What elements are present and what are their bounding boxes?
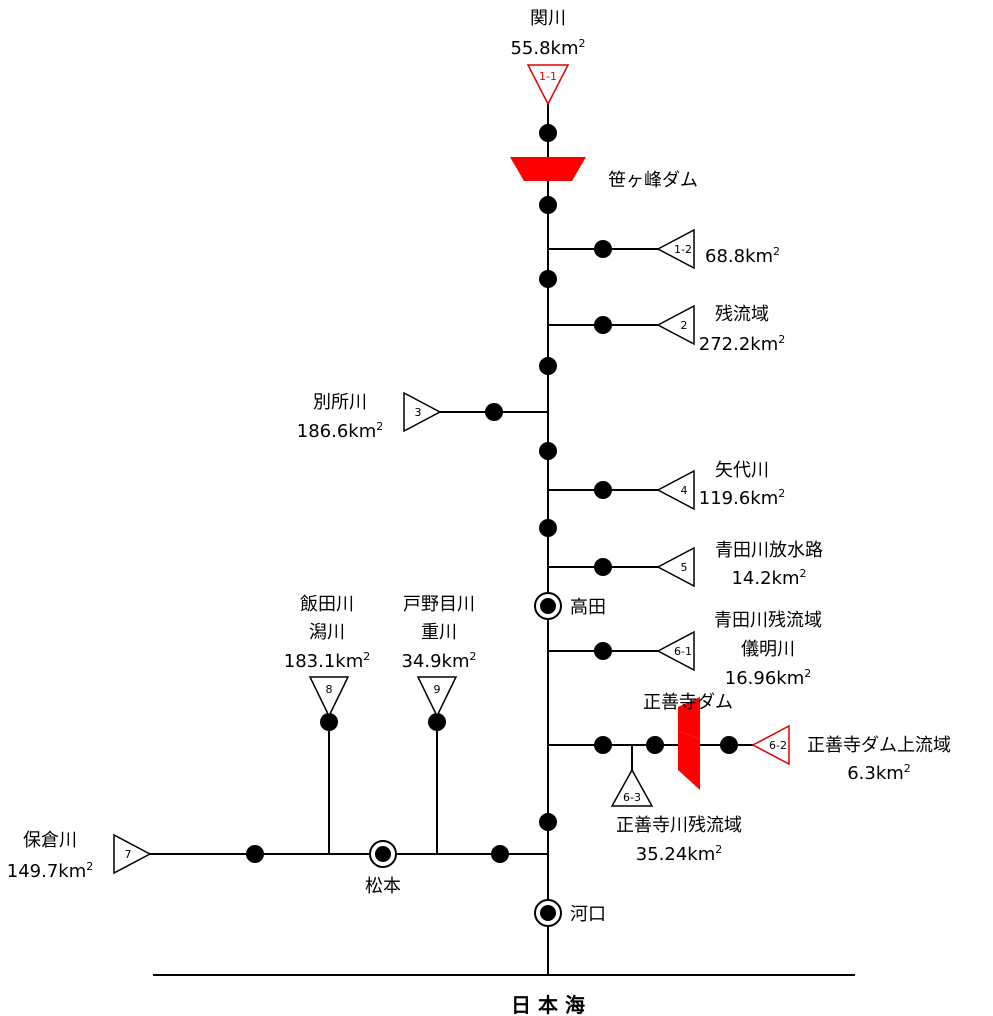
basin-8-area: 183.1km2 [284,650,371,672]
node-dot [539,124,557,142]
basin-9-name: 戸野目川 [403,594,475,615]
basin-3-triangle [403,391,442,433]
basin-2-area: 272.2km2 [699,333,786,355]
takada-station-label: 高田 [570,597,606,618]
node-dot [539,270,557,288]
basin-6-3-code: 6-3 [623,791,641,804]
basin-3-name: 別所川 [313,392,367,413]
node-dot [246,845,264,863]
basin-8-code: 8 [326,683,333,696]
basin-7-area: 149.7km2 [7,860,94,882]
node-dot [539,813,557,831]
basin-1-2-area: 68.8km2 [705,245,780,267]
node-dot [485,403,503,421]
basin-9-area: 34.9km2 [401,650,476,672]
basin-1-2-code: 1-2 [674,243,692,256]
basin-8-name: 飯田川 [300,594,354,615]
basin-6-2-name: 正善寺ダム上流域 [807,735,951,756]
basin-5-triangle [656,546,695,588]
basin-2-code: 2 [681,319,688,332]
node-dot [491,845,509,863]
basin-2-name: 残流域 [715,304,769,325]
matsumoto-station-label: 松本 [365,876,401,897]
takada-station-core [540,598,556,614]
shozenji-dam-icon [678,697,700,739]
basin-6-3-triangle [610,768,654,807]
basin-1-1-area: 55.8km2 [510,37,585,59]
node-dot [646,736,664,754]
basin-1-1-name: 関川 [530,8,566,29]
basin-6-1-name2: 儀明川 [741,639,795,660]
basin-6-1-code: 6-1 [674,645,692,658]
shozenji-dam-label: 正善寺ダム [643,692,733,713]
basin-8-name2: 潟川 [309,622,345,643]
basin-1-1-triangle [526,64,570,106]
basin-1-2-triangle [656,228,695,270]
basin-5-code: 5 [681,561,688,574]
kawaguchi-station-label: 河口 [570,904,606,925]
basin-4-name: 矢代川 [715,460,769,481]
basin-7-name: 保倉川 [23,830,77,851]
sea-label: 日 本 海 [511,993,585,1016]
node-dot [594,316,612,334]
basin-6-3-name: 正善寺川残流域 [616,815,742,836]
sasagamine-dam-icon [510,157,586,181]
sasagamine-dam-label: 笹ヶ峰ダム [608,170,698,191]
node-dot [594,642,612,660]
basin-9-triangle [416,676,458,718]
basin-6-2-triangle [751,724,790,766]
node-dot [720,736,738,754]
node-dot [594,481,612,499]
node-dot [594,240,612,258]
node-dot [428,713,446,731]
basin-6-1-name: 青田川残流域 [714,610,822,631]
basin-6-1-triangle [656,630,695,672]
basin-3-area: 186.6km2 [297,420,384,442]
node-dot [594,558,612,576]
basin-7-code: 7 [125,848,132,861]
basin-6-1-area: 16.96km2 [725,667,812,689]
kawaguchi-station-core [540,905,556,921]
basin-7-triangle [113,833,152,875]
basin-4-triangle [656,469,695,511]
basin-9-name2: 重川 [421,622,457,643]
basin-2-triangle [656,304,695,346]
basin-6-2-code: 6-2 [769,739,787,752]
basin-6-3-area: 35.24km2 [636,843,723,865]
basin-5-name: 青田川放水路 [715,540,823,561]
basin-9-code: 9 [434,683,441,696]
basin-3-code: 3 [415,406,422,419]
node-dot [539,442,557,460]
shozenji-dam-icon-lower [678,731,700,790]
basin-4-area: 119.6km2 [699,487,786,509]
node-dot [539,357,557,375]
matsumoto-station-core [375,846,391,862]
basin-8-triangle [308,676,350,718]
node-dot [594,736,612,754]
basin-4-code: 4 [681,484,688,497]
basin-5-area: 14.2km2 [731,567,806,589]
node-dot [539,519,557,537]
node-dot [539,196,557,214]
basin-6-2-area: 6.3km2 [847,762,911,784]
node-dot [320,713,338,731]
basin-1-1-code: 1-1 [539,70,557,83]
